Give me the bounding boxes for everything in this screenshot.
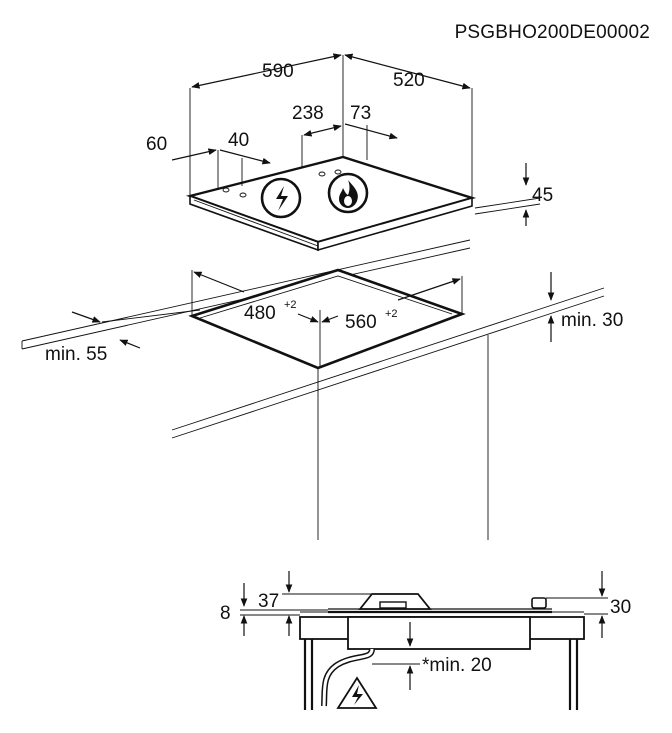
hob-top-view: [171, 53, 541, 252]
dim-min-20: *min. 20: [422, 655, 492, 676]
electric-spark-icon: [260, 177, 302, 219]
dim-8: 8: [220, 603, 231, 624]
countertop-cutout: [21, 239, 605, 540]
dim-60: 60: [146, 134, 167, 155]
dim-cutout-depth-tolerance: +2: [284, 299, 297, 311]
dim-30: 30: [610, 597, 631, 618]
dim-min-back: min. 30: [561, 310, 623, 331]
dim-37: 37: [258, 591, 279, 612]
document-code: PSGBHO200DE00002: [455, 22, 650, 43]
dim-cutout-width: 560: [345, 312, 377, 333]
dim-238: 238: [292, 103, 324, 124]
dim-depth-520: 520: [393, 70, 425, 91]
dim-min-front: min. 55: [45, 344, 107, 365]
gas-flame-icon: [327, 172, 369, 214]
dim-height-45: 45: [532, 185, 553, 206]
dim-width-590: 590: [262, 61, 294, 82]
dim-cutout-depth: 480: [244, 303, 276, 324]
dim-cutout-width-tolerance: +2: [385, 308, 398, 320]
dim-40: 40: [228, 130, 249, 151]
dim-73: 73: [350, 103, 371, 124]
side-section-view: [240, 571, 608, 710]
electric-warning-icon: [336, 676, 378, 709]
